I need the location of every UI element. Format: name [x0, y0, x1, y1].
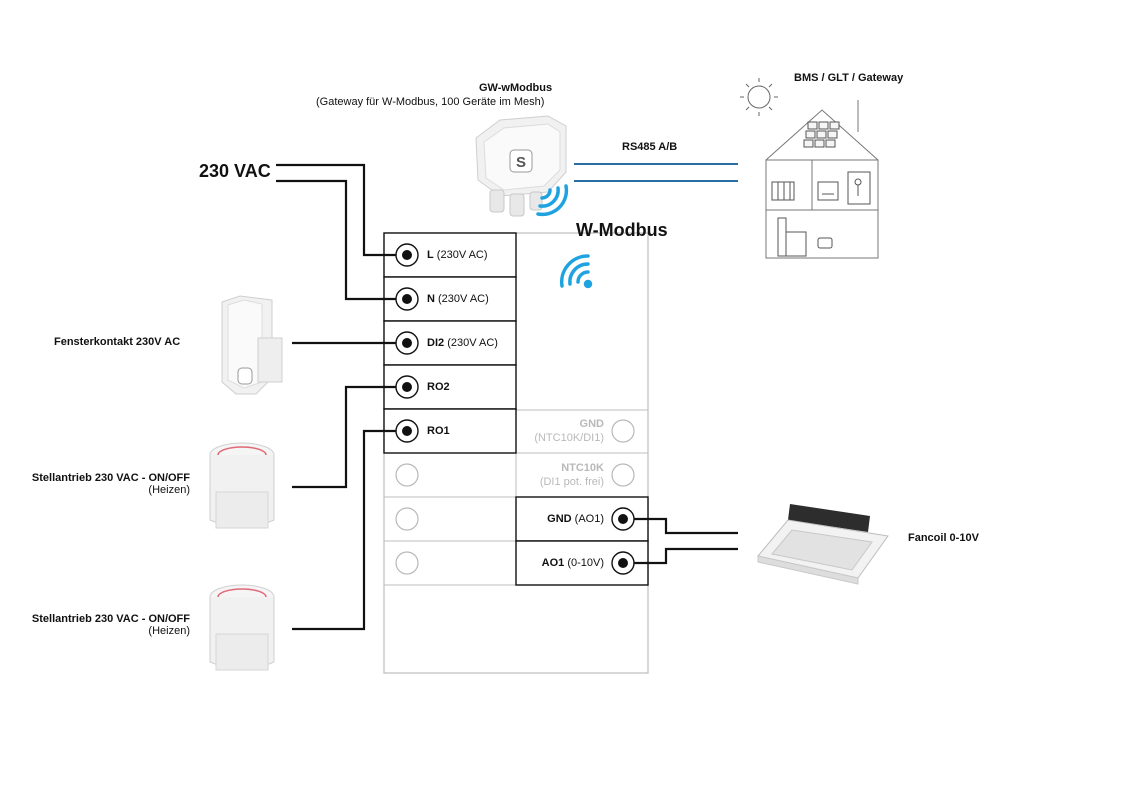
- actuator-2-sub: (Heizen): [148, 625, 190, 637]
- gateway-logo: S: [516, 154, 526, 171]
- solar-panel-icon: [803, 121, 840, 148]
- device-icon: [817, 237, 833, 249]
- terminal-DI2: DI2 (230V AC): [427, 336, 498, 350]
- actuator-1-title: Stellantrieb 230 VAC - ON/OFF: [31, 472, 190, 484]
- gateway-device: S: [475, 115, 567, 217]
- actuator-2-device: [209, 584, 275, 671]
- gateway-subtitle: (Gateway für W-Modbus, 100 Geräte im Mes…: [316, 96, 545, 108]
- terminal-NTC10K: NTC10K (DI1 pot. frei): [540, 461, 604, 489]
- terminal-N-detail: (230V AC): [438, 293, 489, 305]
- rs485-label: RS485 A/B: [622, 141, 678, 153]
- terminal-GND-AO1: GND (AO1): [547, 512, 604, 526]
- power-label: 230 VAC: [199, 161, 271, 181]
- terminal-AO1-name: AO1: [541, 557, 565, 569]
- rs485-bus: [574, 163, 738, 182]
- fancoil-label: Fancoil 0-10V: [908, 532, 979, 544]
- bms-building-illustration: [740, 78, 879, 259]
- terminal-GND-AO1-name: GND: [547, 513, 572, 525]
- terminal-N-name: N: [427, 293, 435, 305]
- person-icon: [847, 171, 871, 205]
- gateway-title: GW-wModbus: [479, 82, 553, 94]
- terminal-GND-NTC-detail: (NTC10K/DI1): [534, 432, 604, 444]
- actuator-1-sub: (Heizen): [148, 484, 190, 496]
- terminal-DI2-detail: (230V AC): [447, 337, 498, 349]
- terminal-RO2-name: RO2: [427, 381, 450, 393]
- terminal-GND-NTC: GND (NTC10K/DI1): [534, 417, 604, 445]
- active-terminal-boxes: [383, 232, 649, 586]
- wmodbus-wifi-icon: [559, 254, 593, 289]
- window-contact-label: Fensterkontakt 230V AC: [54, 336, 181, 348]
- terminal-RO1: RO1: [427, 424, 450, 438]
- sun-icon: [740, 78, 778, 116]
- actuator-1-device: [209, 442, 275, 529]
- actuator-2-title: Stellantrieb 230 VAC - ON/OFF: [31, 613, 190, 625]
- terminal-L: L (230V AC): [427, 248, 488, 262]
- radiator-icon: [771, 181, 795, 201]
- power-wires: [276, 163, 738, 631]
- terminal-L-detail: (230V AC): [436, 249, 488, 261]
- terminal-NTC10K-detail: (DI1 pot. frei): [539, 476, 604, 488]
- gateway-wifi-icon: [536, 184, 569, 217]
- terminal-GND-AO1-detail: (AO1): [574, 513, 604, 525]
- terminal-AO1: AO1 (0-10V): [542, 556, 604, 570]
- terminal-NTC10K-name: NTC10K: [561, 462, 604, 474]
- thermostat-icon: [817, 181, 839, 201]
- actuator-2-label: Stellantrieb 230 VAC - ON/OFF (Heizen): [32, 613, 190, 637]
- terminal-RO2: RO2: [427, 380, 450, 394]
- terminal-N: N (230V AC): [427, 292, 489, 306]
- actuator-1-label: Stellantrieb 230 VAC - ON/OFF (Heizen): [32, 472, 190, 496]
- boiler-icon: [777, 217, 807, 257]
- fancoil-device: [757, 504, 889, 585]
- terminal-GND-NTC-name: GND: [579, 418, 604, 430]
- bms-title: BMS / GLT / Gateway: [794, 72, 904, 84]
- terminal-L-name: L: [427, 249, 434, 261]
- window-contact-device: [221, 295, 283, 395]
- terminal-AO1-detail: (0-10V): [567, 557, 604, 569]
- terminal-DI2-name: DI2: [427, 337, 445, 349]
- terminal-RO1-name: RO1: [427, 425, 450, 437]
- inactive-terminal-circles: [395, 419, 635, 575]
- wmodbus-label: W-Modbus: [576, 220, 668, 240]
